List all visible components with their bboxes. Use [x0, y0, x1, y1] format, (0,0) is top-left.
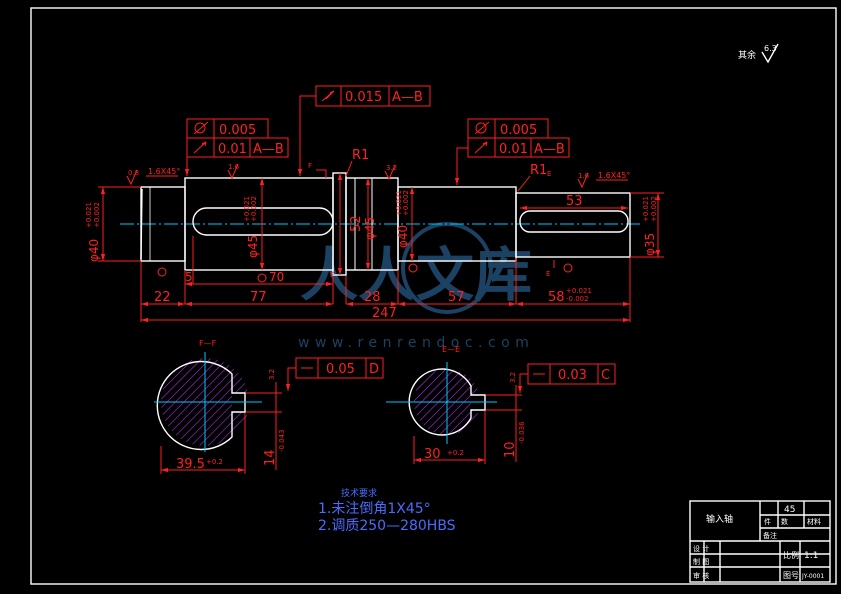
dim-28: 28 [364, 290, 381, 305]
part-name: 输入轴 [706, 513, 733, 525]
svg-text:A—B: A—B [392, 90, 423, 105]
svg-text:-0.043: -0.043 [278, 429, 286, 452]
section-f-title: F—F [199, 339, 217, 348]
title-block: 输入轴 45 件 数 材料 备注 设 计 制 图 审 核 比例 1:1 图号 J… [689, 500, 831, 583]
svg-text:材料: 材料 [807, 517, 821, 526]
svg-text:14: 14 [263, 449, 278, 466]
dim-5: 5 [185, 270, 193, 284]
section-e-title: E—E [442, 345, 460, 354]
svg-text:A—B: A—B [253, 142, 284, 157]
dim-247: 247 [372, 306, 397, 321]
keyway-right [519, 210, 629, 233]
svg-text:0.005: 0.005 [219, 123, 256, 138]
gdt-top: 0.015 A—B [297, 85, 431, 176]
material-value: 45 [784, 505, 795, 515]
svg-text:1.6: 1.6 [578, 172, 590, 180]
sheet-border [30, 7, 837, 585]
svg-text:件: 件 [764, 517, 771, 526]
section-f: F—F 39.5 +0.2 14 -0.043 3.2 0.05 D [154, 339, 384, 474]
dim-58-tol-up: +0.021 [566, 287, 592, 295]
svg-text:-0.036: -0.036 [518, 421, 526, 444]
scale-value: 1:1 [804, 551, 818, 561]
roughness-symbol [761, 43, 779, 64]
dim-d40-left: φ40 [87, 239, 101, 262]
svg-text:审 核: 审 核 [693, 571, 709, 580]
gdt-left: 0.005 0.01 A—B [184, 118, 289, 176]
dim-d40-left-tol-up: +0.021 [85, 202, 93, 228]
radius-r1-right: R1 [530, 163, 547, 178]
dim-58: 58 [548, 290, 565, 305]
length-dimensions: 22 77 28 57 58 +0.021 -0.002 247 5 70 53 [140, 194, 631, 323]
technical-requirements: 技术要求 1.未注倒角1X45° 2.调质250—280HBS [318, 487, 456, 534]
dim-d35: φ35 [643, 233, 657, 256]
notes-line1: 1.未注倒角1X45° [318, 501, 431, 517]
dim-d40-b: φ40 [396, 225, 410, 248]
dim-d35-tol-up: +0.021 [642, 196, 650, 222]
svg-text:0.05: 0.05 [326, 362, 355, 377]
dim-d40-b-tol-lo: +0.002 [402, 190, 410, 216]
svg-text:比例: 比例 [783, 550, 799, 560]
svg-text:10: 10 [503, 441, 518, 458]
svg-text:设 计: 设 计 [693, 544, 709, 553]
shaft-annotations: 1.6X45° 1.6X45° R1 R1 0.8 1.6 3.2 1.6 F … [126, 148, 630, 283]
svg-text:E: E [546, 270, 550, 278]
svg-text:备注: 备注 [763, 531, 777, 540]
svg-text:C: C [601, 368, 610, 383]
svg-text:3.2: 3.2 [509, 372, 517, 383]
dim-58-tol-lo: -0.002 [566, 295, 589, 303]
dim-d52: 52 [349, 215, 364, 232]
svg-text:39.5: 39.5 [176, 457, 205, 472]
svg-text:0.03: 0.03 [558, 368, 587, 383]
radius-r1-top: R1 [352, 148, 369, 163]
gdt-right: 0.005 0.01 A—B [454, 118, 570, 185]
svg-text:0.01: 0.01 [499, 142, 528, 157]
section-e: E—E 30 +0.2 10 -0.036 3.2 0.03 C [386, 345, 616, 464]
svg-text:E: E [547, 170, 551, 178]
dim-d45-b: φ45 [363, 217, 377, 240]
dim-53: 53 [566, 194, 583, 209]
svg-text:+0.2: +0.2 [206, 458, 223, 466]
dim-d40-left-tol-lo: +0.002 [93, 202, 101, 228]
roughness-other-label: 其余 [738, 49, 756, 61]
dim-d45-a: φ45 [246, 235, 260, 258]
svg-text:0.005: 0.005 [500, 123, 537, 138]
svg-text:制 图: 制 图 [693, 557, 709, 566]
diameter-dimensions [98, 173, 664, 275]
notes-title: 技术要求 [341, 487, 377, 499]
svg-text:3.2: 3.2 [268, 369, 276, 380]
svg-text:0.015: 0.015 [345, 90, 382, 105]
dim-22: 22 [154, 290, 171, 305]
svg-text:+0.2: +0.2 [447, 449, 464, 457]
watermark-url: www.renrendoc.com [298, 335, 534, 351]
notes-line2: 2.调质250—280HBS [318, 518, 456, 534]
chamfer-right: 1.6X45° [598, 171, 630, 180]
dim-57: 57 [448, 290, 465, 305]
dim-d40-b-tol-up: +0.021 [395, 190, 403, 216]
roughness-other-value: 6.3 [764, 44, 777, 53]
svg-text:F: F [308, 162, 312, 170]
svg-text:数: 数 [781, 517, 788, 526]
svg-text:0.8: 0.8 [128, 169, 139, 177]
svg-text:3.2: 3.2 [386, 164, 397, 172]
svg-text:0.01: 0.01 [218, 142, 247, 157]
dim-d45-a-tol-up: +0.021 [243, 196, 251, 222]
dim-70: 70 [269, 270, 284, 284]
svg-text:A—B: A—B [534, 142, 565, 157]
svg-text:D: D [369, 362, 379, 377]
drawing-number: JY-0001 [801, 573, 824, 580]
svg-text:F: F [330, 271, 334, 279]
dim-d35-tol-lo: +0.002 [650, 196, 658, 222]
dim-d45-a-tol-lo: +0.002 [250, 196, 258, 222]
dim-77: 77 [250, 290, 267, 305]
diameter-labels: φ40 +0.021 +0.002 φ45 +0.021 +0.002 52 φ… [85, 190, 658, 262]
keyway-left [192, 207, 334, 236]
svg-text:1.6: 1.6 [228, 163, 240, 171]
chamfer-left: 1.6X45° [148, 167, 180, 176]
svg-text:图号: 图号 [783, 571, 799, 580]
svg-text:30: 30 [424, 447, 441, 462]
